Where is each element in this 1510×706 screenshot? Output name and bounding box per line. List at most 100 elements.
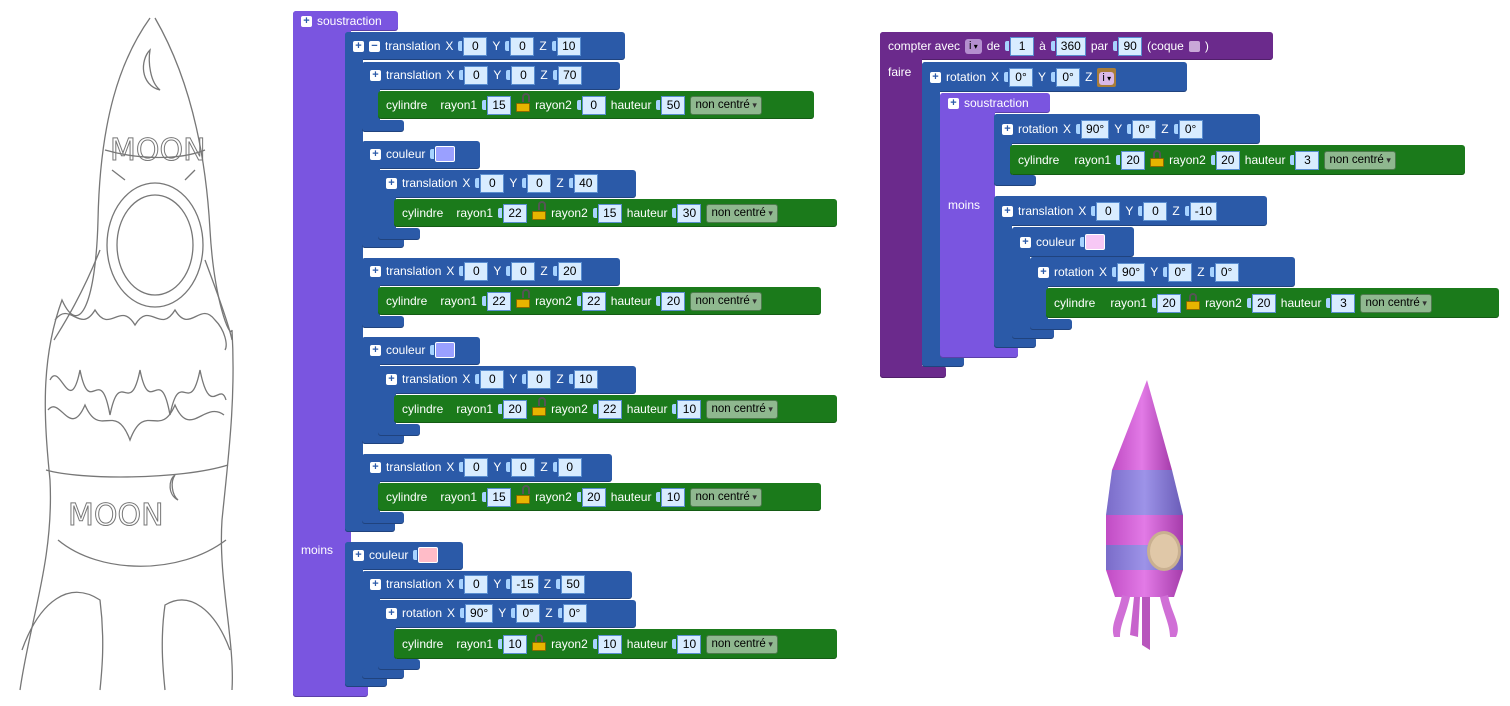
- centering-select[interactable]: non centré: [706, 203, 778, 223]
- z-input[interactable]: 20: [552, 261, 582, 281]
- expand-icon[interactable]: [370, 148, 381, 160]
- rotation-block[interactable]: [378, 600, 636, 628]
- y-input[interactable]: 0: [505, 36, 535, 56]
- z-input[interactable]: 0°: [557, 603, 587, 623]
- x-input[interactable]: 0: [459, 574, 489, 594]
- color-picker[interactable]: [413, 547, 439, 563]
- x-input[interactable]: 90°: [1112, 262, 1146, 282]
- z-input[interactable]: 40: [568, 173, 598, 193]
- expand-icon[interactable]: [370, 344, 381, 356]
- z-input[interactable]: 10: [551, 36, 581, 56]
- rayon2-input[interactable]: 20: [1210, 150, 1240, 170]
- hull-checkbox[interactable]: [1188, 40, 1200, 52]
- rayon1-input[interactable]: 20: [1152, 293, 1182, 313]
- y-input[interactable]: -15: [506, 574, 539, 594]
- expand-icon[interactable]: [1020, 236, 1031, 248]
- rayon2-input[interactable]: 10: [592, 634, 622, 654]
- translation-block[interactable]: [994, 196, 1267, 226]
- centering-select[interactable]: non centré: [1360, 293, 1432, 313]
- hauteur-input[interactable]: 3: [1290, 150, 1320, 170]
- expand-icon[interactable]: [386, 607, 397, 619]
- lock-open-icon[interactable]: [516, 484, 531, 504]
- hauteur-input[interactable]: 10: [672, 399, 702, 419]
- expand-icon[interactable]: [948, 97, 959, 109]
- lock-open-icon[interactable]: [516, 92, 531, 112]
- from-input[interactable]: 1: [1005, 36, 1035, 56]
- x-input[interactable]: 0: [475, 369, 505, 389]
- z-input[interactable]: 50: [556, 574, 586, 594]
- z-input[interactable]: 0°: [1209, 262, 1239, 282]
- y-input[interactable]: 0: [522, 369, 552, 389]
- step-input[interactable]: 90: [1113, 36, 1143, 56]
- z-input[interactable]: 0°: [1173, 119, 1203, 139]
- lock-closed-icon[interactable]: [1150, 149, 1165, 167]
- z-input[interactable]: 10: [568, 369, 598, 389]
- z-input[interactable]: 70: [552, 65, 582, 85]
- centering-select[interactable]: non centré: [1324, 150, 1396, 170]
- centering-select[interactable]: non centré: [690, 487, 762, 507]
- color-picker[interactable]: [1080, 234, 1106, 250]
- centering-select[interactable]: non centré: [706, 634, 778, 654]
- x-input[interactable]: 90°: [1076, 119, 1110, 139]
- y-input[interactable]: 0: [506, 65, 536, 85]
- lock-closed-icon[interactable]: [532, 633, 547, 651]
- expand-icon[interactable]: [1002, 123, 1013, 135]
- hauteur-input[interactable]: 3: [1326, 293, 1356, 313]
- hauteur-input[interactable]: 10: [656, 487, 686, 507]
- y-input[interactable]: 0: [506, 457, 536, 477]
- lock-open-icon[interactable]: [516, 288, 531, 308]
- x-input[interactable]: 0: [459, 457, 489, 477]
- expand-icon[interactable]: [370, 461, 381, 473]
- centering-select[interactable]: non centré: [690, 291, 762, 311]
- expand-icon[interactable]: [370, 578, 381, 590]
- couleur-block[interactable]: [362, 337, 480, 365]
- x-input[interactable]: 0: [1091, 201, 1121, 221]
- lock-open-icon[interactable]: [532, 396, 547, 416]
- expand-icon[interactable]: [386, 373, 397, 385]
- rayon2-input[interactable]: 20: [576, 487, 606, 507]
- expand-icon[interactable]: [301, 15, 312, 27]
- hauteur-input[interactable]: 10: [672, 634, 702, 654]
- y-input[interactable]: 0°: [1163, 262, 1193, 282]
- couleur-block[interactable]: [1012, 227, 1134, 257]
- rayon2-input[interactable]: 15: [592, 203, 622, 223]
- z-input[interactable]: -10: [1184, 201, 1218, 221]
- rayon2-input[interactable]: 22: [592, 399, 622, 419]
- expand-icon[interactable]: [353, 549, 364, 561]
- expand-icon[interactable]: [1002, 205, 1013, 217]
- rayon1-input[interactable]: 10: [498, 634, 528, 654]
- rayon2-input[interactable]: 20: [1246, 293, 1276, 313]
- expand-icon[interactable]: [353, 40, 364, 52]
- rayon1-input[interactable]: 20: [1116, 150, 1146, 170]
- rotation-block[interactable]: [1030, 257, 1295, 287]
- y-input[interactable]: 0: [1138, 201, 1168, 221]
- x-input[interactable]: 0: [475, 173, 505, 193]
- color-picker[interactable]: [430, 146, 456, 162]
- rayon1-input[interactable]: 15: [482, 487, 512, 507]
- expand-icon[interactable]: [1038, 266, 1049, 278]
- y-input[interactable]: 0: [522, 173, 552, 193]
- rayon2-input[interactable]: 0: [576, 95, 606, 115]
- x-input[interactable]: 0: [459, 65, 489, 85]
- hauteur-input[interactable]: 20: [656, 291, 686, 311]
- translation-block[interactable]: [362, 571, 632, 599]
- rayon1-input[interactable]: 15: [482, 95, 512, 115]
- expand-icon[interactable]: [370, 69, 381, 81]
- expand-icon[interactable]: [386, 177, 397, 189]
- hauteur-input[interactable]: 30: [672, 203, 702, 223]
- variable-block[interactable]: i: [1097, 67, 1117, 87]
- rotation-block[interactable]: [994, 114, 1260, 144]
- lock-open-icon[interactable]: [532, 200, 547, 220]
- couleur-block[interactable]: [362, 141, 480, 169]
- y-input[interactable]: 0°: [1127, 119, 1157, 139]
- color-picker[interactable]: [430, 342, 456, 358]
- z-input[interactable]: 0: [552, 457, 582, 477]
- rayon1-input[interactable]: 22: [482, 291, 512, 311]
- x-input[interactable]: 0: [459, 261, 489, 281]
- x-input[interactable]: 0°: [1004, 67, 1034, 87]
- loop-var-select[interactable]: i: [965, 38, 982, 54]
- hauteur-input[interactable]: 50: [656, 95, 686, 115]
- rayon2-input[interactable]: 22: [576, 291, 606, 311]
- x-input[interactable]: 0: [458, 36, 488, 56]
- rayon1-input[interactable]: 22: [498, 203, 528, 223]
